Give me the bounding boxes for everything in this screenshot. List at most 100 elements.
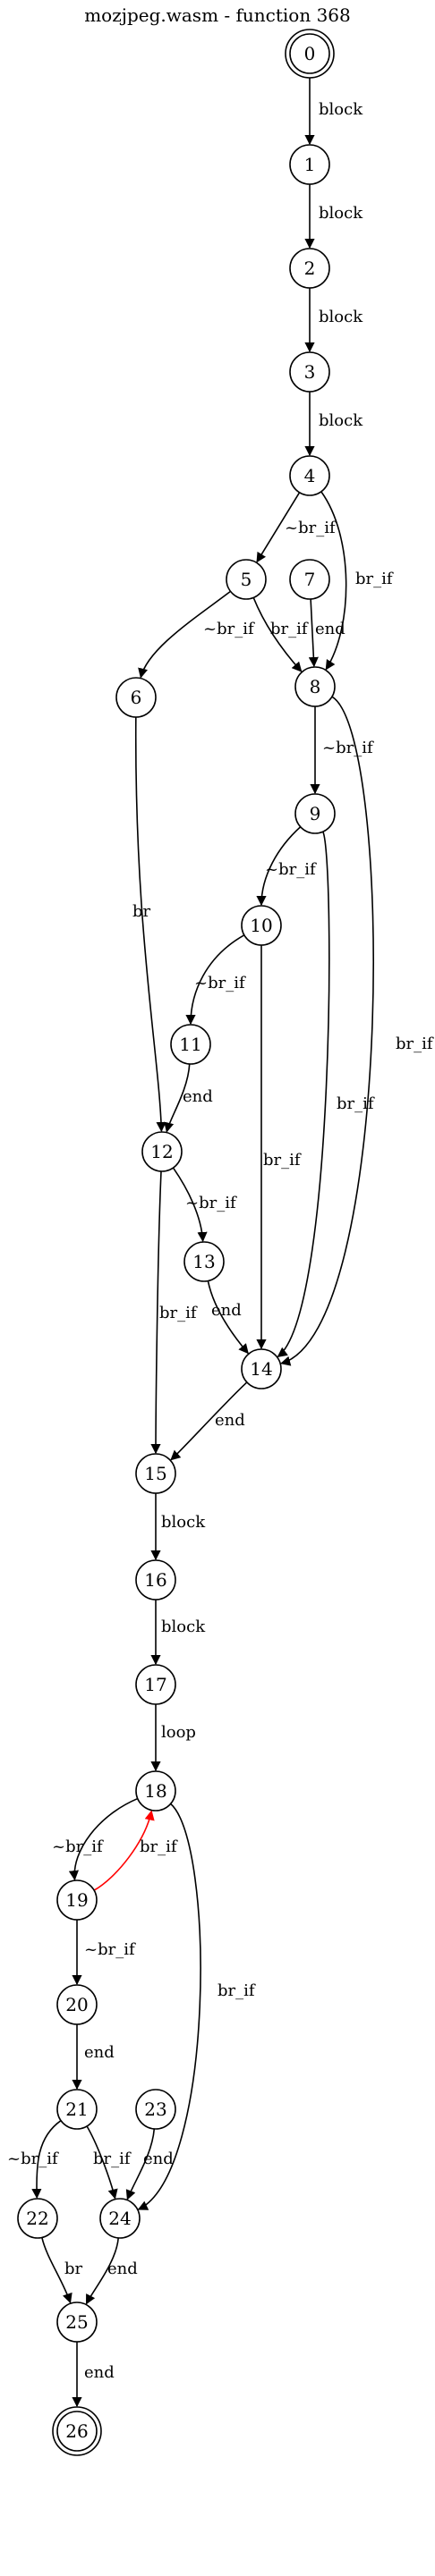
node-10-circle xyxy=(241,905,282,946)
node-13: 13 xyxy=(183,1241,225,1282)
edge-label-17-to-18: loop xyxy=(161,1723,196,1742)
nodes-layer: 0123456789101112131415161718192021222324… xyxy=(17,29,336,2456)
edge-label-21-to-22: ~br_if xyxy=(7,2149,59,2168)
edge-label-8-to-9: ~br_if xyxy=(322,739,374,757)
edge-4-to-5 xyxy=(256,492,301,563)
node-19-circle xyxy=(56,1879,98,1921)
node-6-circle xyxy=(115,677,157,718)
node-20-circle xyxy=(56,1984,98,2025)
node-8-label: 8 xyxy=(310,676,321,697)
node-3: 3 xyxy=(289,351,330,393)
edge-label-16-to-17: block xyxy=(161,1617,206,1636)
node-4: 4 xyxy=(289,455,330,496)
node-2-circle xyxy=(289,248,330,289)
node-3-circle xyxy=(289,351,330,393)
node-18-circle xyxy=(135,1770,176,1812)
node-1-circle xyxy=(289,144,330,185)
edge-8-to-14 xyxy=(280,696,374,1366)
node-11: 11 xyxy=(170,1024,211,1065)
edge-label-19-to-20: ~br_if xyxy=(84,1940,136,1959)
edge-12-to-15 xyxy=(150,1170,162,1455)
node-26-label: 26 xyxy=(65,2420,88,2442)
node-25: 25 xyxy=(56,2302,98,2343)
node-20-label: 20 xyxy=(65,1994,88,2015)
node-4-circle xyxy=(289,455,330,496)
edge-11-to-12 xyxy=(164,1063,191,1133)
edge-label-19-to-18: br_if xyxy=(140,1837,178,1856)
node-15-circle xyxy=(135,1453,176,1494)
edge-12-to-13 xyxy=(172,1167,208,1243)
edge-label-4-to-8: br_if xyxy=(355,570,394,588)
node-11-circle xyxy=(170,1024,211,1065)
node-4-label: 4 xyxy=(304,465,316,486)
edge-label-12-to-13: ~br_if xyxy=(185,1194,237,1212)
node-23-label: 23 xyxy=(144,2099,166,2120)
node-17-circle xyxy=(135,1664,176,1705)
node-9-label: 9 xyxy=(310,803,321,824)
node-26: 26 xyxy=(52,2406,102,2456)
node-1: 1 xyxy=(289,144,330,185)
edge-label-8-to-14: br_if xyxy=(396,1035,434,1053)
edge-label-3-to-4: block xyxy=(319,411,363,430)
node-6-label: 6 xyxy=(131,687,142,708)
edge-label-18-to-24: br_if xyxy=(218,1981,256,2000)
node-24-label: 24 xyxy=(108,2208,131,2229)
node-10-label: 10 xyxy=(250,915,272,936)
edge-label-6-to-12: br xyxy=(132,902,151,921)
node-9-circle xyxy=(294,793,336,834)
node-26-circle xyxy=(56,2411,98,2452)
edge-label-0-to-1: block xyxy=(319,100,363,119)
edge-23-to-24 xyxy=(125,2128,156,2200)
node-10: 10 xyxy=(241,905,282,946)
edge-label-14-to-15: end xyxy=(215,1411,245,1430)
node-13-circle xyxy=(183,1241,225,1282)
node-7: 7 xyxy=(289,559,330,600)
edge-label-22-to-25: br xyxy=(64,2259,83,2278)
edge-24-to-25 xyxy=(85,2237,120,2305)
node-23: 23 xyxy=(135,2089,176,2130)
edge-label-18-to-19: ~br_if xyxy=(52,1837,104,1856)
node-2: 2 xyxy=(289,248,330,289)
node-22-circle xyxy=(17,2198,58,2239)
edge-18-to-24 xyxy=(137,1803,201,2210)
node-21-circle xyxy=(56,2089,98,2130)
edge-19-to-18 xyxy=(93,1810,155,1891)
edge-label-20-to-21: end xyxy=(84,2043,115,2062)
node-23-circle xyxy=(135,2089,176,2130)
edge-label-9-to-14: br_if xyxy=(337,1094,375,1113)
node-16-label: 16 xyxy=(144,1569,166,1591)
node-0-label: 0 xyxy=(304,43,316,64)
edge-9-to-10 xyxy=(256,826,302,907)
node-12-circle xyxy=(141,1131,183,1172)
node-14-label: 14 xyxy=(250,1358,272,1380)
node-6: 6 xyxy=(115,677,157,718)
edge-label-10-to-14: br_if xyxy=(263,1151,302,1170)
node-5-label: 5 xyxy=(241,569,252,590)
node-22: 22 xyxy=(17,2198,58,2239)
node-14: 14 xyxy=(241,1348,282,1389)
node-20: 20 xyxy=(56,1984,98,2025)
edge-18-to-19 xyxy=(68,1797,139,1881)
node-0: 0 xyxy=(285,29,335,79)
node-9: 9 xyxy=(294,793,336,834)
edge-14-to-15 xyxy=(170,1381,248,1461)
edge-4-to-8 xyxy=(320,491,347,671)
node-1-label: 1 xyxy=(304,154,316,175)
edge-label-4-to-5: ~br_if xyxy=(285,519,337,537)
edge-5-to-8 xyxy=(252,597,303,672)
edge-21-to-24 xyxy=(86,2125,118,2200)
node-0-circle xyxy=(289,33,330,74)
node-18: 18 xyxy=(135,1770,176,1812)
node-2-label: 2 xyxy=(304,258,316,279)
node-19-label: 19 xyxy=(65,1889,88,1911)
edge-label-5-to-6: ~br_if xyxy=(203,620,255,638)
node-21-label: 21 xyxy=(65,2099,88,2120)
edge-7-to-8 xyxy=(308,598,319,668)
node-7-circle xyxy=(289,559,330,600)
node-16: 16 xyxy=(135,1559,176,1600)
edge-21-to-22 xyxy=(31,2120,62,2200)
edge-13-to-14 xyxy=(207,1280,249,1355)
edge-label-13-to-14: end xyxy=(211,1301,242,1320)
node-22-label: 22 xyxy=(26,2208,48,2229)
